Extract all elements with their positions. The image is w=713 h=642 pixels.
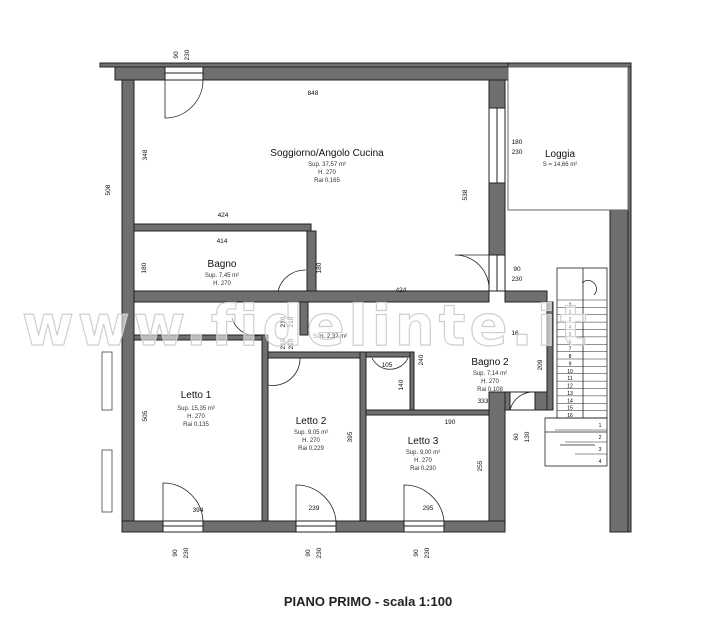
opening-b1-90: 90 [172,549,179,557]
opening-door-210-d: 210 [288,338,295,349]
room-name-letto2: Letto 2 [296,416,327,427]
room-height-letto1: H. 270 [187,414,205,420]
stair-lower-step-number: 1 [599,423,602,429]
opening-stair-130: 130 [524,431,531,442]
room-name-loggia: Loggia [545,149,575,160]
stair-lower-step-number: 2 [599,435,602,441]
dim-bagno2-depth: 209 [537,359,544,370]
room-name-letto3: Letto 3 [408,436,439,447]
dim-right-depth: 538 [462,189,469,200]
room-rai-bagno2: Rai 0,108 [477,387,503,393]
opening-b3-90: 90 [413,549,420,557]
dim-corridor-depth: 16 [511,330,519,337]
stair-step-number: 1 [569,302,572,308]
stair-step-number: 10 [567,369,573,375]
opening-door-210-b: 210 [288,316,295,327]
room-area-bagno: Sup. 7,45 m² [205,273,239,279]
opening-door-210-c: 210 [280,338,287,349]
stair-step-number: 3 [569,317,572,323]
dim-bagno-right: 180 [316,262,323,273]
stair-lower-step-number: 4 [599,459,602,465]
opening-top-90: 90 [173,51,180,59]
stair-step-number: 14 [567,398,573,404]
dim-left-height: 508 [105,184,112,195]
stair-step-number: 6 [569,339,572,345]
opening-loggia-180: 180 [512,139,523,146]
room-rai-letto1: Rai 0,135 [183,422,209,428]
room-name-bagno: Bagno [208,259,237,270]
dim-b3-top: 190 [445,419,456,426]
room-area-bagno2: Sup. 7,14 m² [473,371,507,377]
room-name-bagno2: Bagno 2 [471,357,509,368]
dim-bagno2-width: 333 [478,398,489,405]
dim-bagno-depth: 180 [141,262,148,273]
dim-bagno-width-top: 424 [218,212,229,219]
opening-loggia-230: 230 [512,149,523,156]
room-area-letto1: Sup. 15,35 m² [177,406,215,412]
room-name-soggiorno: Soggiorno/Angolo Cucina [270,148,384,159]
watermark: www.fidelinte.it [22,294,591,359]
room-area-disimpegno: Sup. 2,32 m² [313,334,347,340]
room-height-bagno: H. 270 [213,281,231,287]
opening-b2-90: 90 [305,549,312,557]
stair-lower-step-number: 3 [599,447,602,453]
dim-letto2-width: 239 [309,505,320,512]
stair-step-number: 2 [569,310,572,316]
dim-letto1-width: 394 [193,507,204,514]
dim-door-140: 140 [398,379,405,390]
dim-small-door: 105 [382,362,393,369]
stair-step-number: 9 [569,361,572,367]
opening-top-230: 230 [184,49,191,60]
opening-b2-230: 230 [316,547,323,558]
opening-b3-230: 230 [424,547,431,558]
dim-bagno2-left: 240 [418,354,425,365]
stair-step-number: 4 [569,325,572,331]
stair-step-number: 13 [567,391,573,397]
room-height-soggiorno: H. 270 [318,170,336,176]
room-rai-letto3: Rai 0,230 [410,466,436,472]
room-height-letto2: H. 270 [302,438,320,444]
opening-b1-230: 230 [183,547,190,558]
opening-labels: 90 230 180 230 90 230 210 210 210 210 60… [172,49,531,558]
stair-step-number: 8 [569,354,572,360]
room-area-loggia: S = 14,66 m² [543,162,578,168]
plan-title: PIANO PRIMO - scala 1:100 [284,594,452,609]
stair-step-number: 7 [569,347,572,353]
dim-letto2-depth: 395 [347,431,354,442]
opening-stair-60: 60 [513,433,520,441]
room-name-letto1: Letto 1 [181,390,212,401]
dim-top-width: 848 [308,90,319,97]
stair-step-number: 11 [567,376,572,382]
opening-door-210-a: 210 [280,316,287,327]
staircase [544,267,608,467]
dim-corridor-width: 424 [396,287,407,294]
opening-right-230: 230 [512,276,523,283]
room-area-soggiorno: Sup. 37,57 m² [308,162,346,168]
room-area-letto3: Sup. 9,00 m² [406,450,440,456]
stair-step-number: 12 [567,384,573,390]
dim-bagno-width: 414 [217,238,228,245]
room-area-letto2: Sup. 9,05 m² [294,430,328,436]
dim-letto3-depth: 255 [477,460,484,471]
stair-step-number: 5 [569,332,572,338]
stair-step-number: 15 [567,406,573,412]
opening-right-90: 90 [513,266,521,273]
room-rai-letto2: Rai 0,229 [298,446,324,452]
stair-step-number: 16 [567,413,573,419]
dim-soggiorno-depth: 348 [142,149,149,160]
dim-letto1-depth: 505 [142,410,149,421]
room-height-letto3: H. 270 [414,458,432,464]
room-rai-soggiorno: Rai 0,165 [314,178,340,184]
door-swings [162,79,536,522]
dim-letto3-width: 295 [423,505,434,512]
dimension-labels: 848 508 348 538 424 414 180 180 424 16 2… [105,90,544,514]
room-height-bagno2: H. 270 [481,379,499,385]
